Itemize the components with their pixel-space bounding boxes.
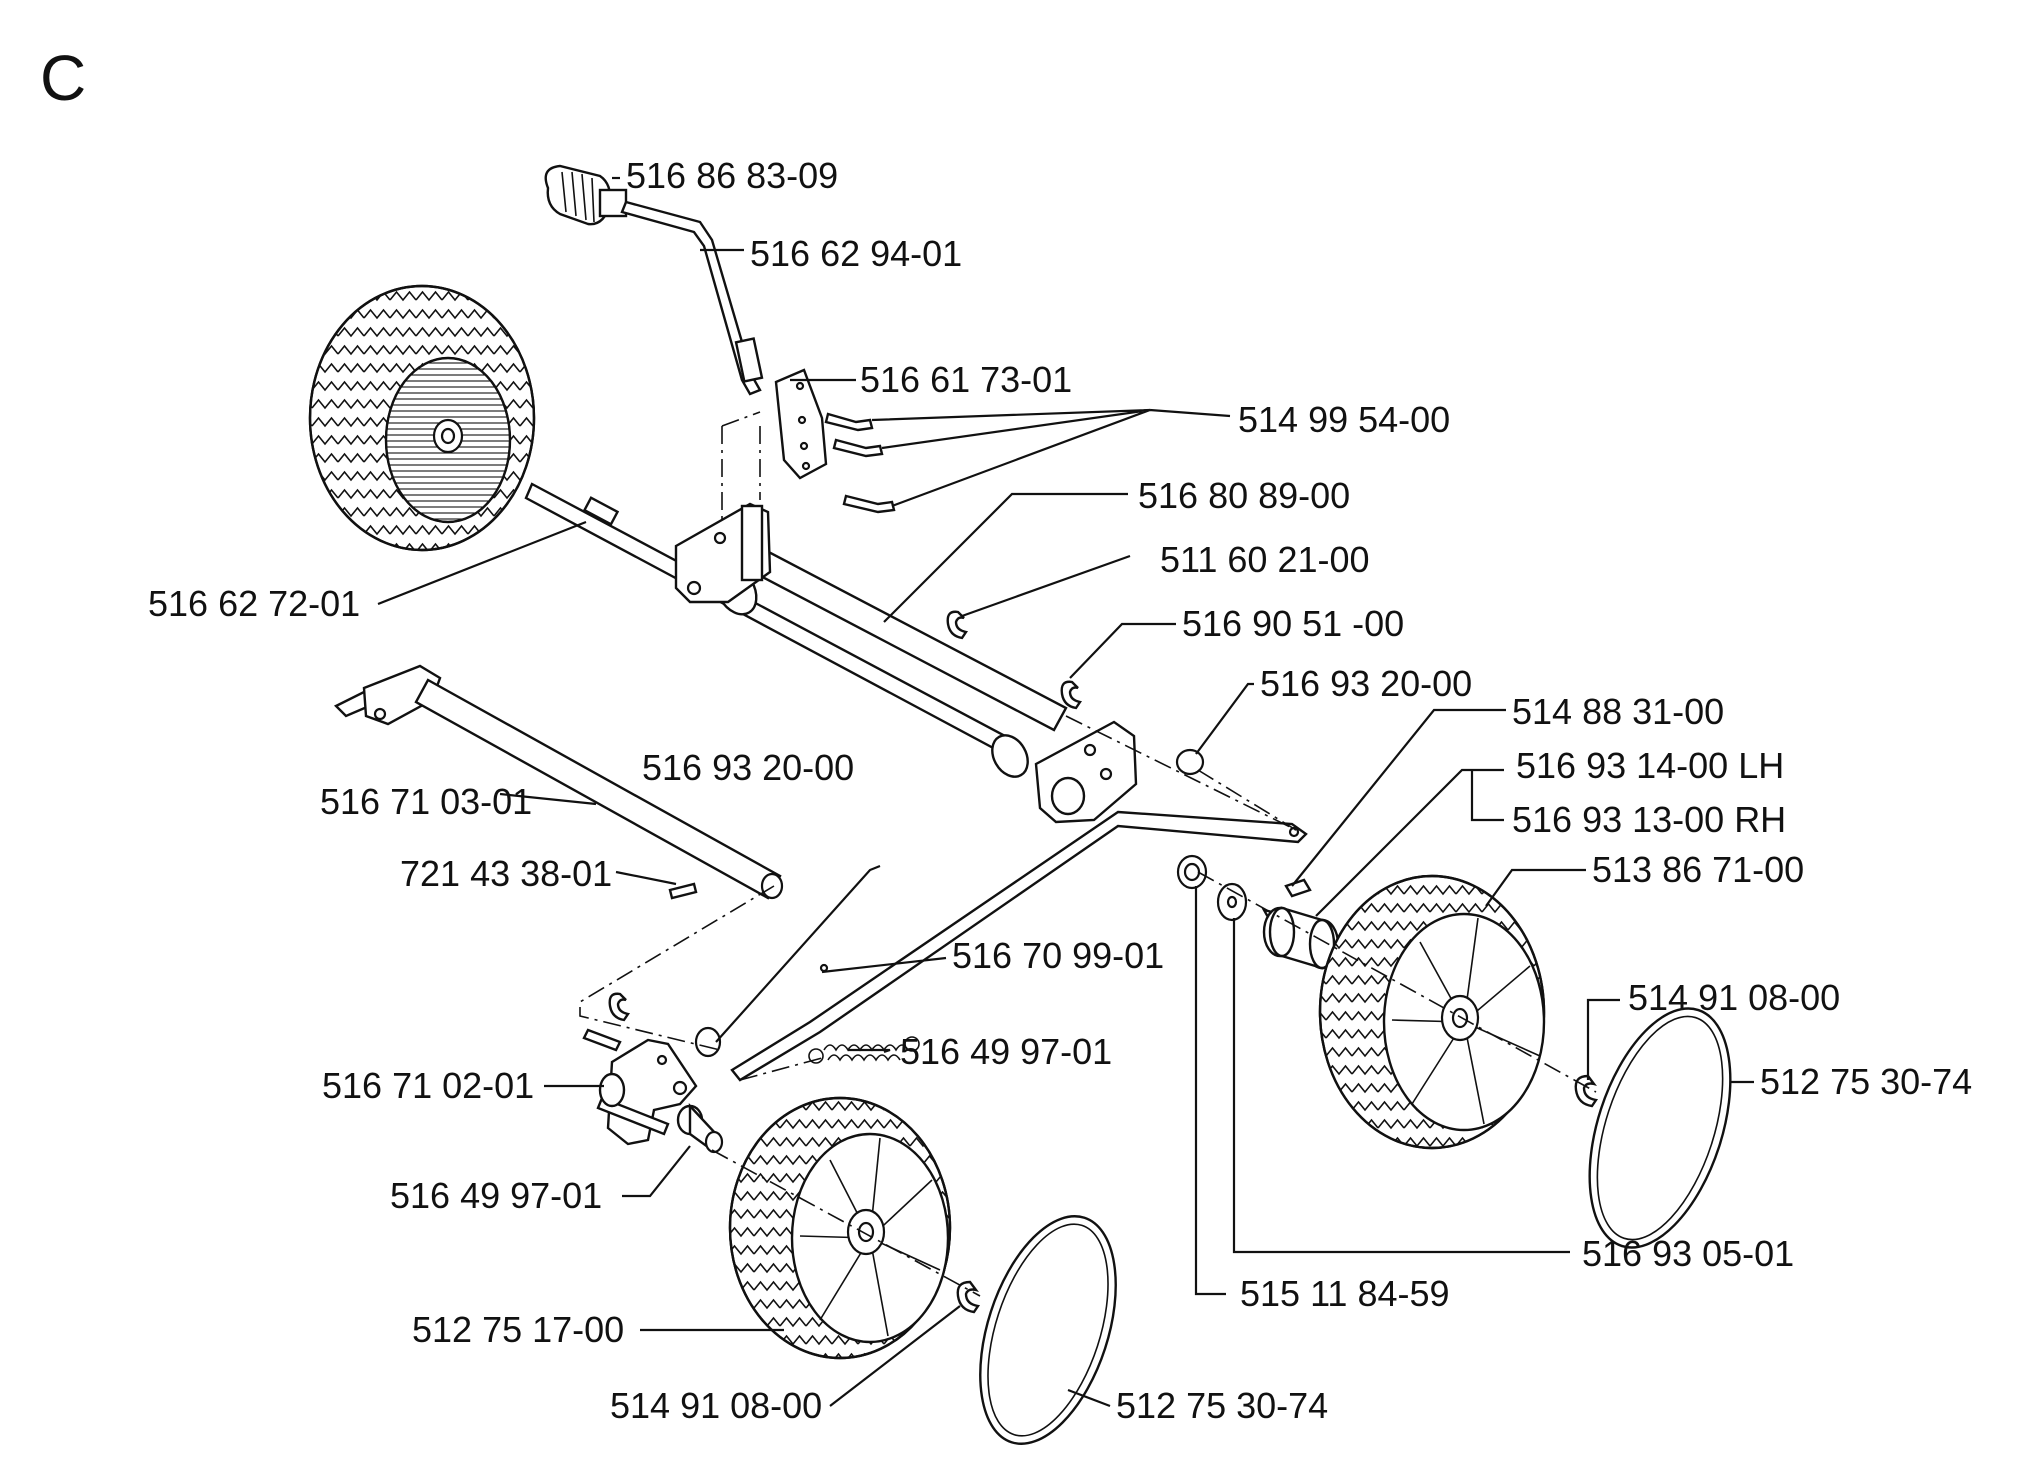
hubcap-right-part [1588,1007,1732,1249]
connecting-rod-part [730,810,1308,1082]
label-sleeve-rh: 516 93 13-00 RH [1512,799,1786,840]
label-washer-large: 516 93 05-01 [1582,1233,1794,1274]
screws-part [824,412,896,514]
label-washer-left: 516 93 20-00 [642,747,854,788]
nut-part [1176,854,1208,890]
label-clip-right: 514 91 08-00 [1628,977,1840,1018]
label-sleeve-lh: 516 93 14-00 LH [1516,745,1784,786]
label-clip-516-90: 516 90 51 -00 [1182,603,1404,644]
lever-bracket-plate [774,368,828,480]
axle-sleeve-part [1261,906,1340,970]
label-front-bracket: 516 71 02-01 [322,1065,534,1106]
front-bracket-part [582,992,698,1146]
bushing-part [676,1102,724,1154]
label-front-axle-tube: 516 71 03-01 [320,781,532,822]
label-rear-right-wheel: 513 86 71-00 [1592,849,1804,890]
label-rear-axle: 516 62 72-01 [148,583,360,624]
label-spring: 516 49 97-01 [900,1031,1112,1072]
label-pin: 721 43 38-01 [400,853,612,894]
rear-left-wheel [308,284,536,552]
label-clip-front: 514 91 08-00 [610,1385,822,1426]
clip-516-90-part [1060,680,1082,710]
front-wheel-part [728,1096,952,1360]
small-pin-part [1284,878,1312,898]
clip-511-part [946,610,968,640]
washer-large-part [1216,882,1248,922]
label-nut: 515 11 84-59 [1240,1273,1450,1314]
section-letter: C [40,42,86,114]
height-lever-part [620,200,764,396]
handle-grip-part [544,164,628,226]
label-axle-tube: 516 80 89-00 [1138,475,1350,516]
part-number-labels: 516 86 83-09 516 62 94-01 516 61 73-01 5… [148,155,1972,1426]
label-bracket-plate: 516 61 73-01 [860,359,1072,400]
clip-right-part [1574,1074,1599,1108]
label-connecting-rod: 516 70 99-01 [952,935,1164,976]
label-bushing: 516 49 97-01 [390,1175,602,1216]
washer-right-part [1175,748,1205,776]
label-grip: 516 86 83-09 [626,155,838,196]
label-lever: 516 62 94-01 [750,233,962,274]
label-small-pin: 514 88 31-00 [1512,691,1724,732]
hubcap-front-part [979,1215,1117,1445]
label-clip-511: 511 60 21-00 [1160,539,1370,580]
right-rear-bracket [1034,720,1138,824]
label-front-wheel: 512 75 17-00 [412,1309,624,1350]
label-screws: 514 99 54-00 [1238,399,1450,440]
pin-part [668,882,698,900]
front-axle-tube-part [333,664,784,900]
spring-part [808,1036,920,1064]
assembly-center-lines [579,411,1597,1297]
label-hubcap-right: 512 75 30-74 [1760,1061,1972,1102]
clip-front-part [956,1280,981,1314]
rear-right-wheel-part [1318,874,1546,1150]
label-hubcap-front: 512 75 30-74 [1116,1385,1328,1426]
label-washer-right: 516 93 20-00 [1260,663,1472,704]
leader-lines [377,176,1754,1408]
left-rear-bracket [674,502,772,604]
rear-axle-part [524,482,1022,760]
